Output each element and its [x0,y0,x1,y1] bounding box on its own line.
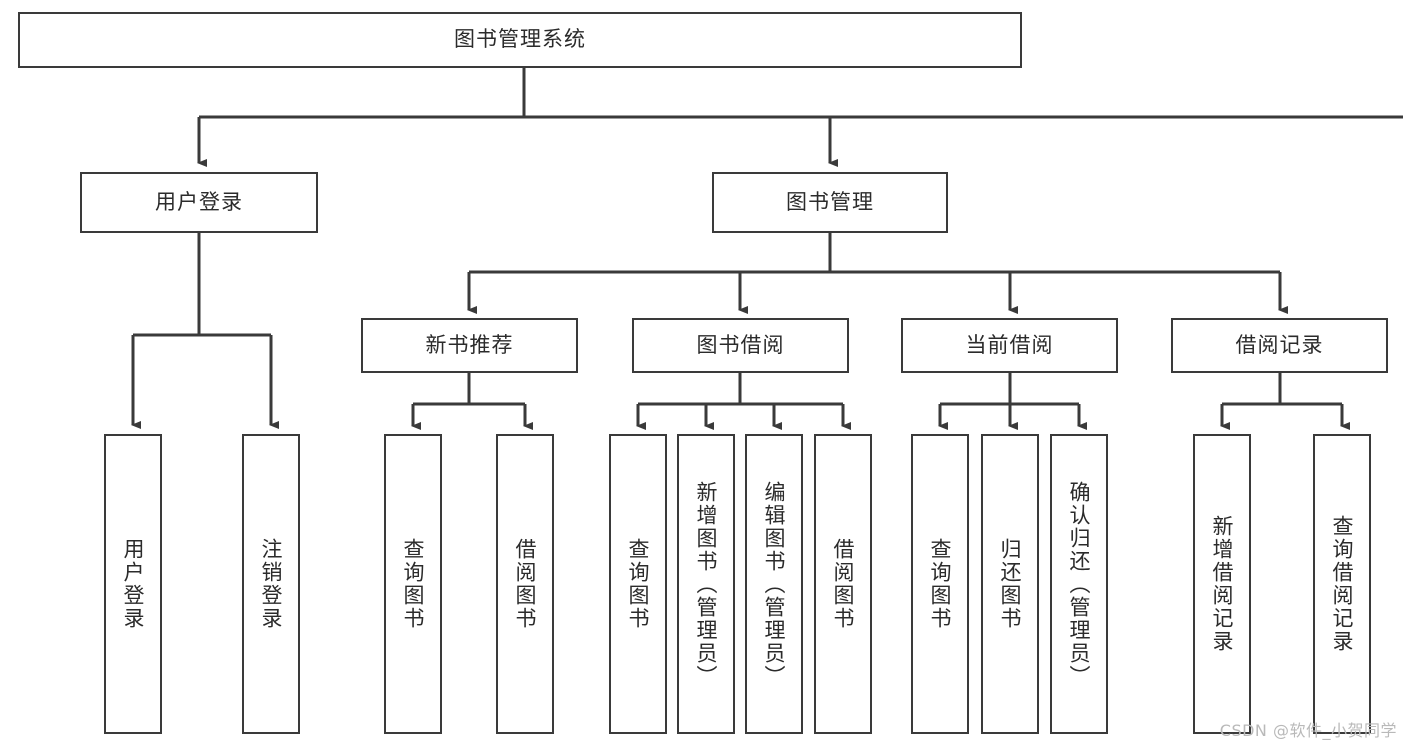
leaf-new-book-query[interactable]: 查询图书 [384,434,442,734]
leaf-current-borrow-return[interactable]: 归还图书 [981,434,1039,734]
leaf-user-login-login[interactable]: 用户登录 [104,434,162,734]
node-root[interactable]: 图书管理系统 [18,12,1022,68]
leaf-label: 用户登录 [121,538,146,630]
leaf-label: 查询图书 [401,538,426,630]
leaf-label: 借阅图书 [831,538,856,630]
leaf-current-borrow-confirm[interactable]: 确认归还（管理员） [1050,434,1108,734]
node-current-borrow[interactable]: 当前借阅 [901,318,1118,373]
leaf-book-borrow-query[interactable]: 查询图书 [609,434,667,734]
leaf-user-login-logout[interactable]: 注销登录 [242,434,300,734]
leaf-label: 归还图书 [998,538,1023,630]
leaf-new-book-borrow[interactable]: 借阅图书 [496,434,554,734]
node-new-book-recommend[interactable]: 新书推荐 [361,318,578,373]
leaf-book-borrow-add[interactable]: 新增图书（管理员） [677,434,735,734]
leaf-label: 注销登录 [259,538,284,630]
leaf-book-borrow-lend[interactable]: 借阅图书 [814,434,872,734]
leaf-current-borrow-query[interactable]: 查询图书 [911,434,969,734]
leaf-label: 确认归还（管理员） [1067,480,1092,688]
leaf-borrow-record-add[interactable]: 新增借阅记录 [1193,434,1251,734]
watermark-text: CSDN @软件_小贺同学 [1219,721,1397,740]
node-book-borrow[interactable]: 图书借阅 [632,318,849,373]
node-borrow-record[interactable]: 借阅记录 [1171,318,1388,373]
leaf-label: 查询图书 [626,538,651,630]
node-book-manage[interactable]: 图书管理 [712,172,948,233]
leaf-label: 新增借阅记录 [1210,515,1235,653]
leaf-borrow-record-query[interactable]: 查询借阅记录 [1313,434,1371,734]
node-user-login[interactable]: 用户登录 [80,172,318,233]
leaf-label: 查询借阅记录 [1330,515,1355,653]
leaf-label: 借阅图书 [513,538,538,630]
leaf-label: 新增图书（管理员） [694,480,719,688]
leaf-book-borrow-edit[interactable]: 编辑图书（管理员） [745,434,803,734]
leaf-label: 编辑图书（管理员） [762,480,787,688]
leaf-label: 查询图书 [928,538,953,630]
